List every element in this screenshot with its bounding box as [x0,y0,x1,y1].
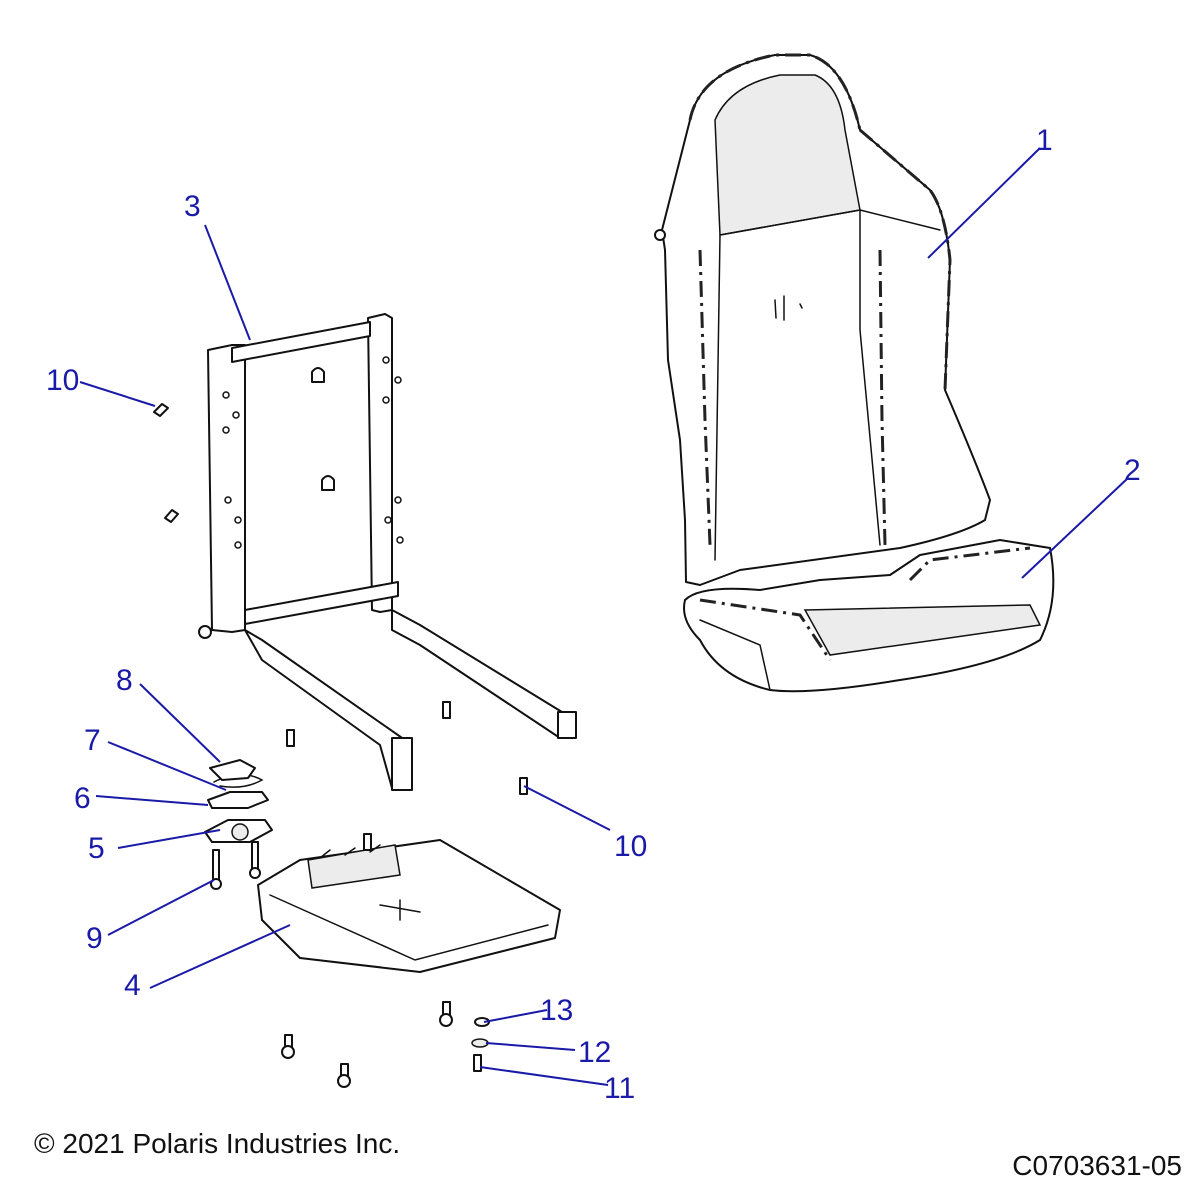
base-fasteners-part [281,1001,490,1088]
callout-8: 8 [116,664,133,697]
callout-10-upper: 10 [46,364,79,397]
frame-holes [222,356,404,549]
callout-9: 9 [86,922,103,955]
callout-7: 7 [84,724,101,757]
latch-bolts-part [210,841,261,890]
callout-4: 4 [124,969,141,1002]
latch-plate-part [204,819,273,843]
seat-back-part [654,53,991,586]
copyright-text: © 2021 Polaris Industries Inc. [34,1128,401,1159]
callout-5: 5 [88,832,105,865]
seat-cushion-part [683,539,1055,693]
seat-base-part [257,839,561,973]
callout-1: 1 [1036,124,1053,157]
frame-screws-part [153,403,528,851]
callout-6: 6 [74,782,91,815]
spacer-plate-part [207,791,269,809]
callout-13: 13 [540,994,573,1027]
drawing-number: C0703631-05 [1012,1150,1182,1181]
callout-11: 11 [604,1072,635,1105]
leader-lines [79,147,1129,1086]
seat-frame-part [198,313,577,791]
callout-numbers: 1 2 3 4 5 6 7 8 9 10 10 11 12 13 [46,124,1141,1105]
callout-3: 3 [184,190,201,223]
latch-part [209,759,256,781]
callout-12: 12 [578,1036,611,1069]
callout-2: 2 [1124,454,1141,487]
callout-10-lower: 10 [614,830,647,863]
